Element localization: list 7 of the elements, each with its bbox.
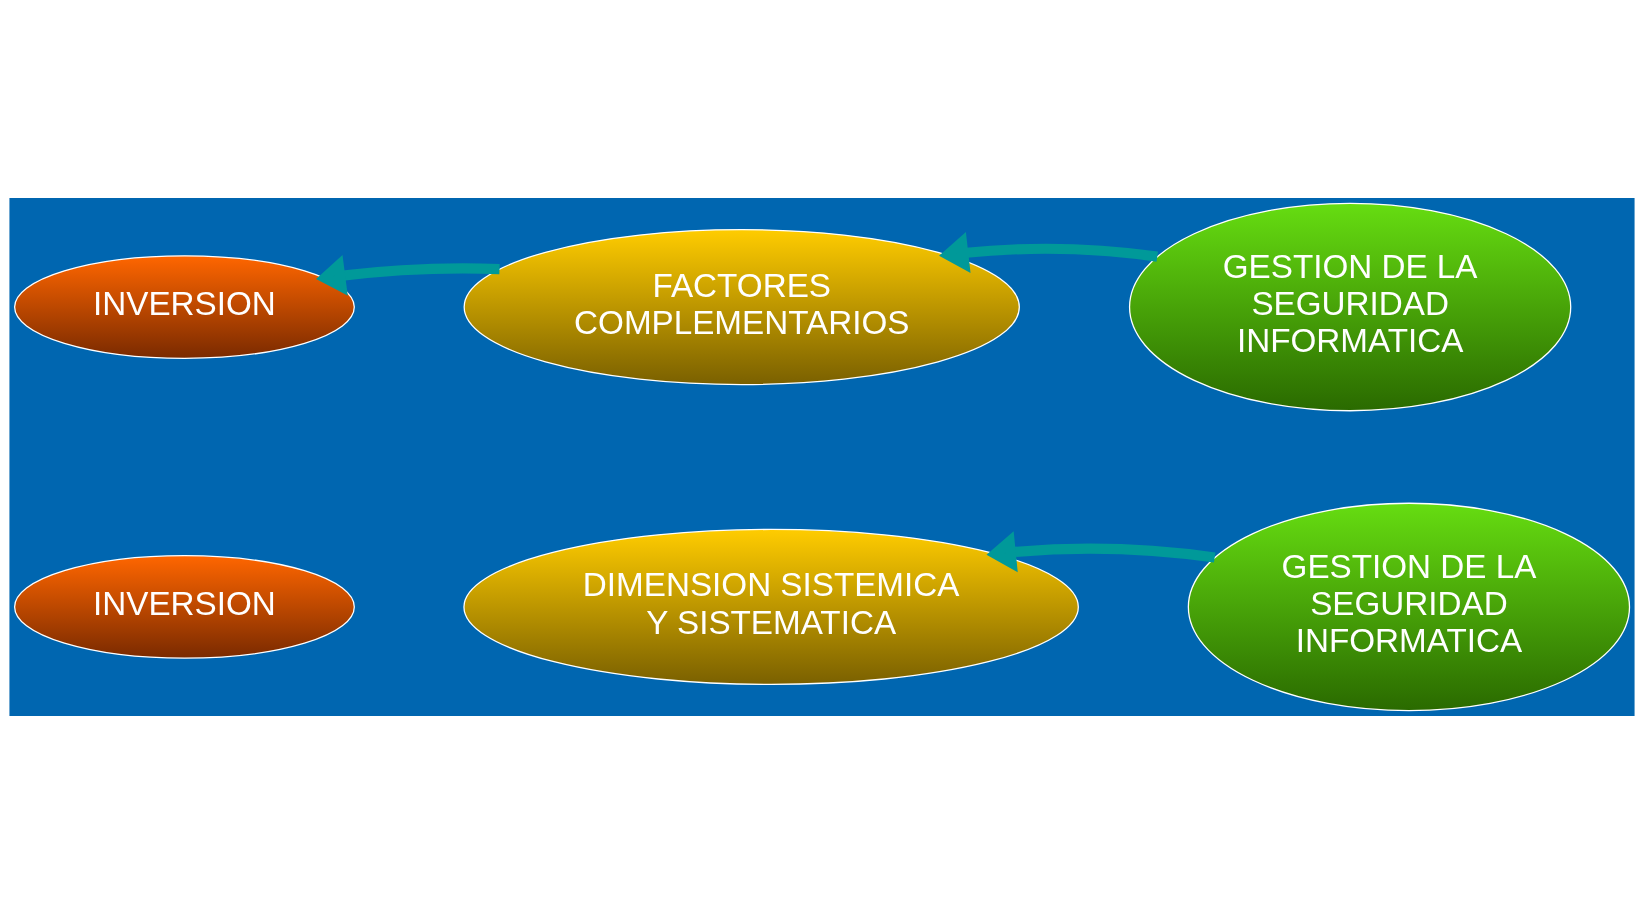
node-ellipse: INVERSION	[14, 555, 355, 659]
arrow	[986, 531, 1216, 573]
node-ellipse: GESTION DE LA SEGURIDAD INFORMATICA	[1187, 502, 1631, 712]
node-ellipse: GESTION DE LA SEGURIDAD INFORMATICA	[1128, 202, 1572, 412]
arrow	[316, 254, 500, 296]
node-ellipse: FACTORES COMPLEMENTARIOS	[463, 228, 1020, 386]
arrow	[939, 232, 1158, 273]
